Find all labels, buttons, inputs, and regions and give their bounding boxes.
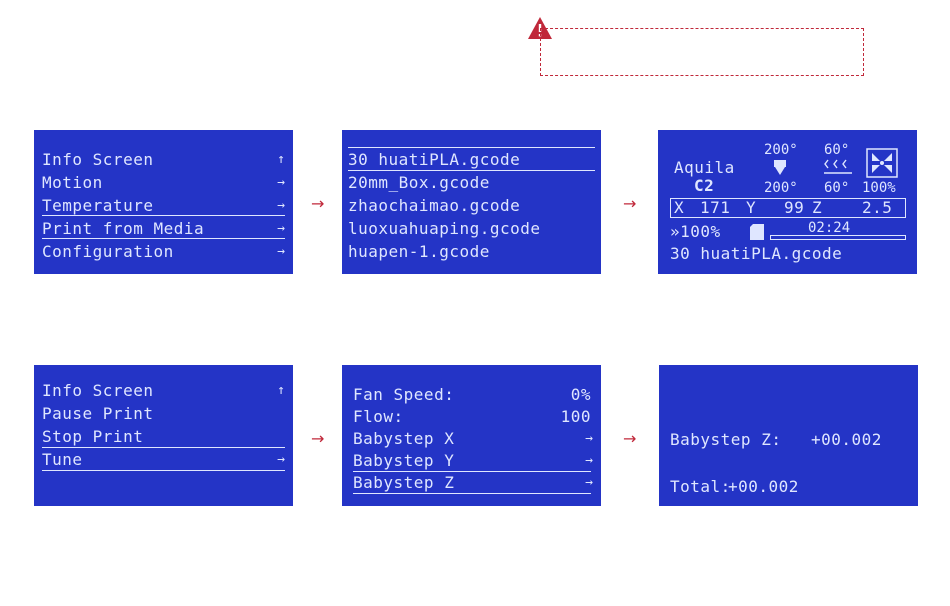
file-item[interactable]: 20mm_Box.gcode (348, 173, 490, 192)
lcd-status-screen: Aquila C2 200° 200° 60° 60° 100% X 171 Y… (658, 130, 917, 274)
flow-arrow-icon: → (623, 429, 637, 448)
y-value: 99 (784, 198, 805, 217)
model-label: C2 (694, 176, 715, 195)
menu-item-print-from-media[interactable]: Print from Media (42, 219, 205, 238)
fan-speed-value: 0% (570, 385, 591, 404)
hotend-target-temp: 200° (764, 142, 798, 158)
flow-arrow-icon: → (311, 429, 325, 448)
submenu-arrow-icon: → (277, 452, 285, 467)
flow-label[interactable]: Flow: (353, 407, 404, 426)
flow-arrow-icon: → (623, 194, 637, 213)
back-arrow-icon: ↑ (277, 152, 285, 167)
submenu-arrow-icon: → (277, 175, 285, 190)
brand-label: Aquila (674, 158, 735, 177)
flow-arrow-icon: → (311, 194, 325, 213)
file-item[interactable]: 30 huatiPLA.gcode (348, 150, 521, 169)
print-time: 02:24 (808, 220, 851, 236)
warning-note-box (540, 28, 864, 76)
menu-item-stop-print[interactable]: Stop Print (42, 427, 144, 446)
feedrate-value: »100% (670, 222, 721, 241)
back-arrow-icon: ↑ (277, 383, 285, 398)
submenu-arrow-icon: → (277, 244, 285, 259)
file-item[interactable]: huapen-1.gcode (348, 242, 490, 261)
selection-line (348, 147, 595, 148)
babystep-z-value[interactable]: +00.002 (811, 430, 882, 449)
heated-bed-icon (824, 159, 852, 174)
menu-item-tune[interactable]: Tune (42, 450, 83, 469)
bed-target-temp: 60° (824, 142, 850, 158)
lcd-print-menu: Info Screen ↑ Pause Print Stop Print Tun… (34, 365, 293, 506)
z-value: 2.5 (862, 198, 893, 217)
selection-line (348, 170, 595, 171)
printing-filename: 30 huatiPLA.gcode (670, 244, 843, 263)
total-value: +00.002 (728, 477, 799, 496)
selection-line (42, 215, 285, 216)
menu-item-info-screen[interactable]: Info Screen (42, 381, 154, 400)
bed-current-temp: 60° (824, 180, 850, 196)
submenu-arrow-icon: → (277, 221, 285, 236)
lcd-file-list: 30 huatiPLA.gcode 20mm_Box.gcode zhaocha… (342, 130, 601, 274)
selection-line (353, 493, 591, 494)
fan-speed-label[interactable]: Fan Speed: (353, 385, 455, 404)
file-item[interactable]: luoxuahuaping.gcode (348, 219, 541, 238)
file-item[interactable]: zhaochaimao.gcode (348, 196, 521, 215)
lcd-babystep-z-edit: Babystep Z: +00.002 Total: +00.002 (659, 365, 918, 506)
hotend-current-temp: 200° (764, 180, 798, 196)
x-value: 171 (700, 198, 731, 217)
flow-value: 100 (560, 407, 591, 426)
fan-speed-value: 100% (862, 180, 896, 196)
selection-line (42, 470, 285, 471)
fan-icon (866, 148, 898, 178)
submenu-arrow-icon: → (277, 198, 285, 213)
menu-item-babystep-y[interactable]: Babystep Y (353, 451, 455, 470)
lcd-main-menu: Info Screen ↑ Motion → Temperature → Pri… (34, 130, 293, 274)
babystep-z-label: Babystep Z: (670, 430, 782, 449)
menu-item-babystep-z[interactable]: Babystep Z (353, 473, 455, 492)
submenu-arrow-icon: → (585, 453, 593, 468)
lcd-tune-menu: Fan Speed: 0% Flow: 100 Babystep X → Bab… (342, 365, 601, 506)
print-progress-bar (770, 235, 906, 240)
menu-item-configuration[interactable]: Configuration (42, 242, 174, 261)
menu-item-info-screen[interactable]: Info Screen (42, 150, 154, 169)
z-label: Z (812, 198, 823, 217)
sd-card-icon (750, 224, 764, 240)
selection-line (42, 447, 285, 448)
x-label: X (674, 198, 685, 217)
menu-item-pause-print[interactable]: Pause Print (42, 404, 154, 423)
submenu-arrow-icon: → (585, 475, 593, 490)
menu-item-temperature[interactable]: Temperature (42, 196, 154, 215)
submenu-arrow-icon: → (585, 431, 593, 446)
menu-item-babystep-x[interactable]: Babystep X (353, 429, 455, 448)
selection-line (42, 238, 285, 239)
y-label: Y (746, 198, 757, 217)
axis-position-box (670, 198, 906, 218)
hotend-icon (774, 160, 786, 175)
menu-item-motion[interactable]: Motion (42, 173, 103, 192)
selection-line (353, 471, 591, 472)
total-label: Total: (670, 477, 731, 496)
